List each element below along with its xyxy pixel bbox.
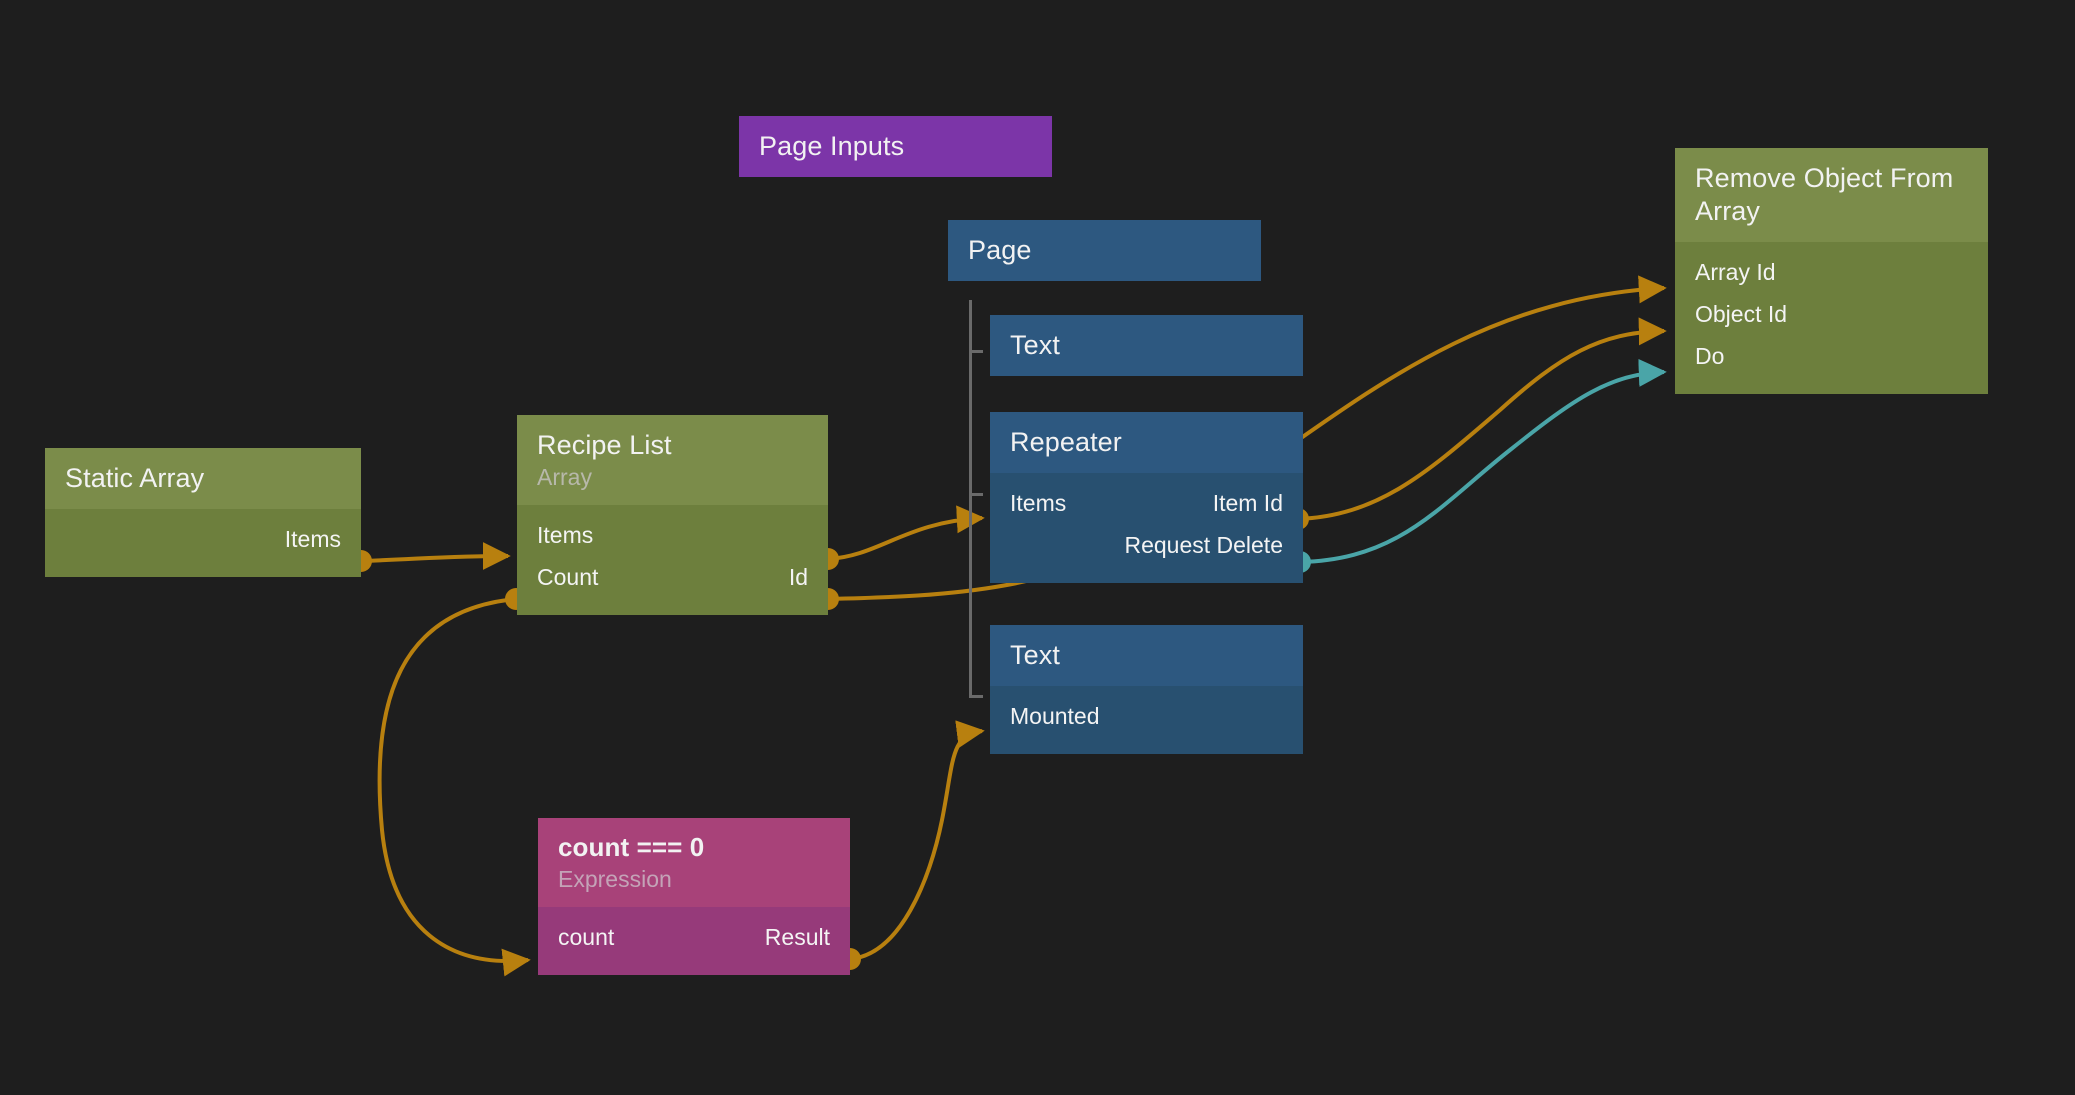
node-remove-object-body: Array Id Object Id Do [1675, 241, 1988, 394]
node-page-inputs-title: Page Inputs [759, 131, 905, 161]
port-label-recipe-list-items: Items [537, 522, 594, 549]
node-text-top-title: Text [1010, 330, 1060, 360]
port-row-repeater-items[interactable]: Items Item Id [1010, 483, 1283, 525]
node-static-array[interactable]: Static Array Items [45, 448, 361, 577]
node-repeater-header: Repeater [990, 412, 1303, 473]
node-static-array-body: Items [45, 508, 361, 577]
node-recipe-list-body: Items Count Id [517, 504, 828, 615]
port-label-repeater-item-id: Item Id [1212, 490, 1283, 517]
node-expression[interactable]: count === 0 Expression count Result [538, 818, 850, 975]
node-recipe-list-subtitle: Array [537, 463, 592, 490]
port-row-text-mounted[interactable]: Mounted [1010, 696, 1283, 738]
port-label-remove-object-array-id: Array Id [1695, 259, 1776, 286]
node-expression-header: count === 0 Expression [538, 818, 850, 907]
wire-repeater-request-delete-to-remove-object-do [1289, 358, 1667, 573]
node-expression-body: count Result [538, 906, 850, 975]
port-row-recipe-list-count[interactable]: Count Id [537, 557, 808, 599]
node-remove-object-header: Remove Object From Array [1675, 148, 1988, 242]
wire-expression-result-to-text-mounted [839, 720, 985, 970]
node-static-array-title: Static Array [65, 463, 205, 493]
wire-recipe-list-count-to-expression-count [377, 588, 531, 977]
node-recipe-list-header: Recipe List Array [517, 415, 828, 505]
port-label-expression-result: Result [764, 924, 830, 951]
port-row-recipe-list-items[interactable]: Items [537, 515, 808, 557]
node-remove-object-from-array[interactable]: Remove Object From Array Array Id Object… [1675, 148, 1988, 394]
node-recipe-list[interactable]: Recipe List Array Items Count Id [517, 415, 828, 615]
port-label-expression-count: count [558, 924, 615, 951]
port-row-repeater-request-delete[interactable]: Request Delete [1010, 525, 1283, 567]
node-text-bottom-body: Mounted [990, 685, 1303, 754]
node-page-inputs-header: Page Inputs [739, 116, 1052, 177]
node-text-bottom-header: Text [990, 625, 1303, 686]
node-expression-title: count === 0 [558, 832, 705, 862]
node-text-bottom[interactable]: Text Mounted [990, 625, 1303, 754]
tree-trunk-line [969, 300, 972, 698]
node-page[interactable]: Page [948, 220, 1261, 281]
port-row-remove-object-do[interactable]: Do [1695, 336, 1968, 378]
port-row-remove-object-array-id[interactable]: Array Id [1695, 252, 1968, 294]
port-label-static-array-items: Items [284, 526, 341, 553]
node-static-array-header: Static Array [45, 448, 361, 509]
node-expression-subtitle: Expression [558, 865, 672, 892]
node-text-top-header: Text [990, 315, 1303, 376]
node-repeater-title: Repeater [1010, 427, 1122, 457]
node-recipe-list-title: Recipe List [537, 430, 672, 460]
node-page-inputs[interactable]: Page Inputs [739, 116, 1052, 177]
node-page-header: Page [948, 220, 1261, 281]
port-label-remove-object-object-id: Object Id [1695, 301, 1788, 328]
wire-static-array-items-to-recipe-list-items [350, 542, 511, 572]
port-label-recipe-list-id: Id [788, 564, 808, 591]
port-label-repeater-items: Items [1010, 490, 1067, 517]
tree-branch-text-top [969, 350, 983, 353]
tree-branch-text-bottom [969, 695, 983, 698]
node-text-top[interactable]: Text [990, 315, 1303, 376]
port-label-text-mounted: Mounted [1010, 703, 1100, 730]
tree-branch-repeater [969, 493, 983, 496]
port-row-static-array-items[interactable]: Items [65, 519, 341, 561]
port-row-remove-object-object-id[interactable]: Object Id [1695, 294, 1968, 336]
node-repeater-body: Items Item Id Request Delete [990, 472, 1303, 583]
wire-recipe-list-items-to-repeater-items [817, 505, 985, 570]
port-row-expression-count[interactable]: count Result [558, 917, 830, 959]
port-label-remove-object-do: Do [1695, 343, 1725, 370]
node-text-bottom-title: Text [1010, 640, 1060, 670]
node-repeater[interactable]: Repeater Items Item Id Request Delete [990, 412, 1303, 583]
node-remove-object-title: Remove Object From Array [1695, 163, 1954, 226]
node-page-title: Page [968, 235, 1032, 265]
wire-repeater-item-id-to-remove-object-object-id [1287, 317, 1667, 530]
port-label-recipe-list-count: Count [537, 564, 599, 591]
port-label-repeater-request-delete: Request Delete [1124, 532, 1283, 559]
